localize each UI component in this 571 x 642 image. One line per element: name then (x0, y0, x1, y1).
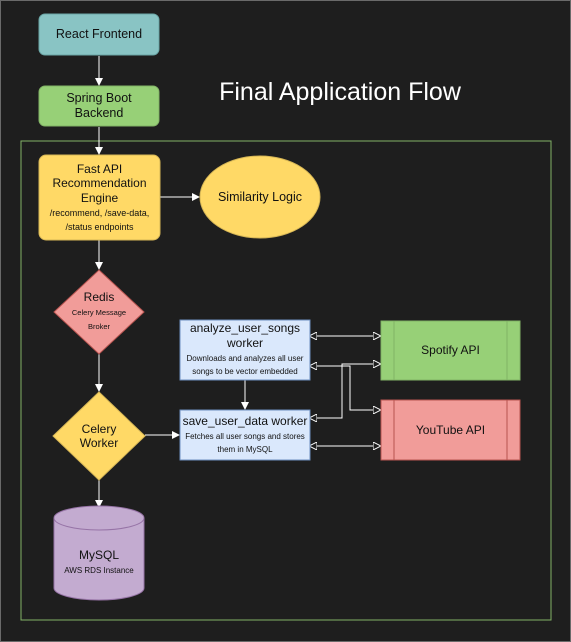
fastapi-node: Fast API Recommendation Engine /recommen… (39, 157, 160, 239)
analyze-worker-subtitle: Downloads and analyzes all user songs to… (186, 354, 304, 376)
spotify-api-node: Spotify API (394, 321, 507, 380)
save-worker-subtitle: Fetches all user songs and stores them i… (185, 431, 305, 454)
edges (95, 56, 380, 508)
fastapi-box (38, 154, 161, 241)
celery-diamond (52, 391, 146, 481)
backend-group-container (20, 140, 552, 621)
celery-worker-label: Celery Worker (79, 421, 119, 450)
react-frontend-node: React Frontend (39, 14, 159, 55)
react-frontend-box (38, 13, 160, 56)
youtube-api-label: YouTube API (415, 422, 486, 437)
edge-save-spotify (310, 364, 380, 418)
similarity-logic-node: Similarity Logic (200, 156, 320, 238)
spotify-process-box (380, 320, 521, 381)
mysql-title: MySQL (78, 548, 119, 562)
analyze-worker-node: analyze_user_songs worker Downloads and … (180, 320, 310, 380)
mysql-subtitle: AWS RDS Instance (64, 566, 134, 576)
redis-subtitle: Celery Message Broker (71, 307, 127, 332)
redis-node: Redis Celery Message Broker (54, 288, 144, 336)
youtube-process-box (380, 399, 521, 461)
save-worker-node: save_user_data worker Fetches all user s… (180, 410, 310, 460)
spotify-api-label: Spotify API (421, 343, 480, 358)
youtube-api-node: YouTube API (394, 400, 507, 460)
analyze-worker-box (179, 319, 311, 381)
save-worker-title: save_user_data worker (182, 413, 308, 428)
similarity-logic-ellipse (199, 155, 321, 239)
page-title: Final Application Flow (219, 78, 461, 106)
edge-analyze-youtube (310, 366, 380, 410)
analyze-worker-title: analyze_user_songs worker (189, 321, 301, 350)
redis-diamond (53, 269, 145, 355)
spring-boot-label: Spring Boot Backend (66, 91, 132, 120)
similarity-logic-label: Similarity Logic (217, 189, 303, 204)
spring-boot-node: Spring Boot Backend (51, 86, 147, 126)
celery-worker-node: Celery Worker (69, 412, 129, 460)
spring-boot-box (38, 85, 160, 127)
mysql-node: MySQL AWS RDS Instance (54, 540, 144, 584)
fastapi-title: Fast API Recommendation Engine (52, 161, 147, 205)
react-frontend-label: React Frontend (55, 27, 143, 41)
fastapi-subtitle: /recommend, /save-data, /status endpoint… (49, 208, 150, 232)
mysql-cylinder (53, 505, 145, 601)
redis-title: Redis (83, 289, 115, 304)
save-worker-box (179, 409, 311, 461)
